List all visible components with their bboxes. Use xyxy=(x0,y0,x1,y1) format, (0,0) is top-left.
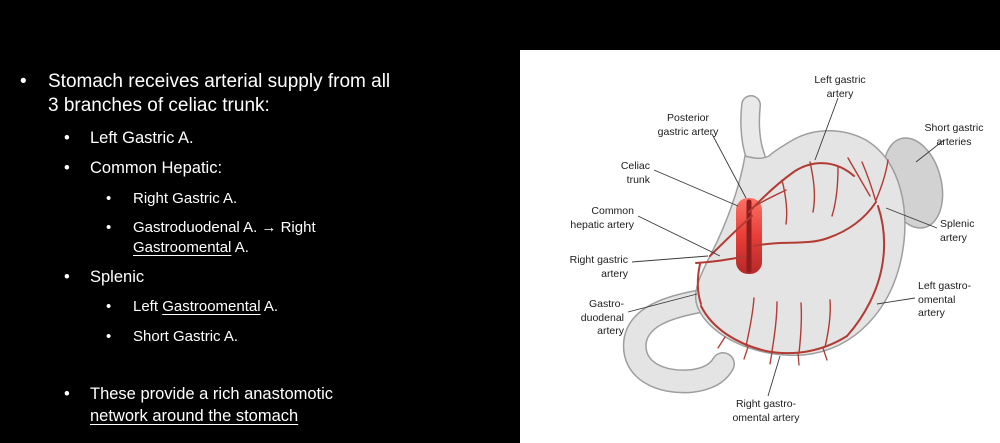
splenic-text: Splenic xyxy=(90,268,145,286)
closing-text: These provide a rich anastomotic network… xyxy=(90,384,366,427)
right-gastric-text: Right Gastric A. xyxy=(133,189,238,207)
bullet-marker xyxy=(64,128,90,149)
left-gastroomental-text: Left Gastroomental A. xyxy=(133,297,278,317)
bullet-marker xyxy=(106,218,133,238)
arteries-network xyxy=(695,157,889,366)
stomach-arteries-illustration xyxy=(622,95,945,397)
bullet-marker xyxy=(106,327,133,347)
esophagus-shape xyxy=(740,95,766,168)
common-hepatic-text: Common Hepatic: xyxy=(90,159,223,178)
short-gastric-text: Short Gastric A. xyxy=(133,327,239,345)
duodenum-shape xyxy=(622,290,735,394)
bullet-marker xyxy=(20,70,48,94)
list-item: Splenic xyxy=(64,267,500,288)
bullet-marker xyxy=(106,297,133,317)
list-item: Stomach receives arterial supply from al… xyxy=(20,70,500,119)
label-short-gastric-arteries: Short gastric arteries xyxy=(924,122,984,148)
label-right-gastric-artery: Right gastric artery xyxy=(569,254,628,280)
gastroduodenal-pre: Gastroduodenal A. → Right xyxy=(133,219,316,236)
left-go-post: A. xyxy=(260,298,279,316)
list-item: Right Gastric A. xyxy=(106,189,500,209)
gastroduodenal-post: A. xyxy=(231,238,249,256)
bullet-main-text: Stomach receives arterial supply from al… xyxy=(48,71,391,117)
gastroduodenal-underlined: Gastroomental xyxy=(133,238,232,256)
left-gastric-text: Left Gastric A. xyxy=(90,128,194,147)
label-common-hepatic-artery: Common hepatic artery xyxy=(570,205,634,231)
closing-pre: These provide a rich anastomotic xyxy=(90,385,334,404)
left-go-pre: Left xyxy=(133,298,163,316)
bullet-marker xyxy=(64,158,90,179)
list-item: Short Gastric A. xyxy=(106,327,500,347)
label-splenic-artery: Splenic artery xyxy=(940,218,975,244)
label-right-gastroomental-artery: Right gastro- omental artery xyxy=(732,398,800,424)
gastroduodenal-text: Gastroduodenal A. → Right Gastroomental … xyxy=(133,218,333,257)
list-item: Gastroduodenal A. → Right Gastroomental … xyxy=(106,218,500,257)
closing-underlined: network around the stomach xyxy=(90,406,299,425)
label-leader-lines xyxy=(627,97,945,397)
celiac-trunk-highlight xyxy=(736,198,762,274)
list-item: These provide a rich anastomotic network… xyxy=(64,384,500,427)
label-celiac-trunk: Celiac trunk xyxy=(620,160,650,186)
diagram-panel: Left gastric artery Posterior gastric ar… xyxy=(520,50,1000,443)
label-gastroduodenal-artery: Gastro- duodenal artery xyxy=(580,298,624,338)
list-item: Common Hepatic: xyxy=(64,158,500,179)
bullet-list: Stomach receives arterial supply from al… xyxy=(20,70,500,436)
bullet-marker xyxy=(64,384,90,405)
label-left-gastroomental-artery: Left gastro- omental artery xyxy=(918,280,972,320)
list-item: Left Gastroomental A. xyxy=(106,297,500,317)
label-left-gastric-artery: Left gastric artery xyxy=(814,74,866,100)
label-posterior-gastric-artery: Posterior gastric artery xyxy=(657,112,719,138)
bullet-marker xyxy=(106,189,133,209)
list-item: Left Gastric A. xyxy=(64,128,500,149)
bullet-marker xyxy=(64,267,90,288)
left-go-underlined: Gastroomental xyxy=(162,298,261,316)
